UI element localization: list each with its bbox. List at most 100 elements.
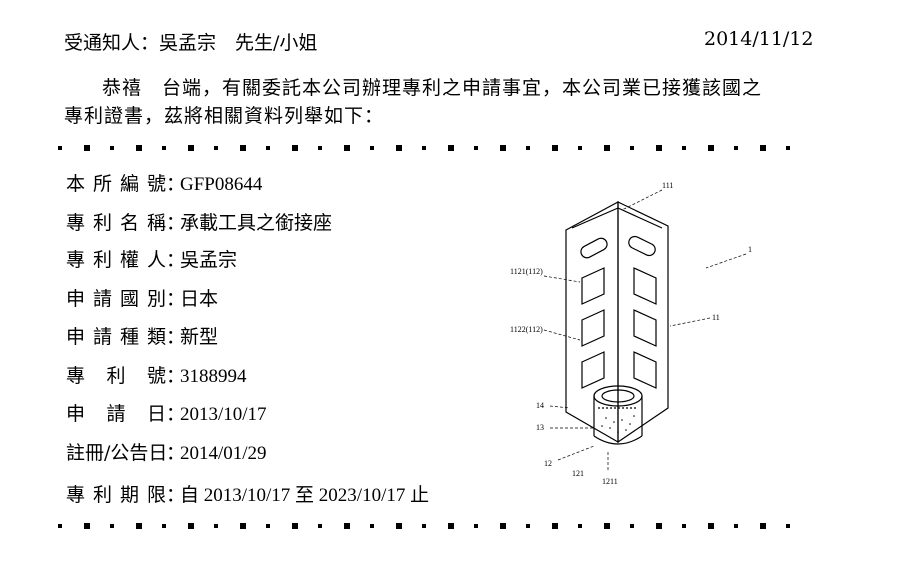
divider-dot [214, 524, 218, 528]
ref-label-1211: 1211 [602, 477, 618, 486]
window-left-3 [581, 351, 605, 389]
divider-dot [162, 524, 166, 528]
divider-dot [84, 145, 90, 151]
field-value: GFP08644 [180, 174, 263, 195]
field-value: 2014/01/29 [180, 443, 267, 464]
field-colon: ： [166, 365, 186, 387]
window-right-3 [633, 351, 657, 389]
divider-dot [266, 524, 270, 528]
greeting-line-1: 恭禧 台端，有關委託本公司辦理專利之申請事宜，本公司業已接獲該國之 [102, 77, 763, 99]
field-patentee: 專利權人：吳孟宗 [66, 246, 237, 274]
ref-label-121: 121 [572, 469, 584, 478]
divider-dot [110, 524, 114, 528]
field-patent-title: 專利名稱：承載工具之銜接座 [66, 209, 332, 237]
divider-dot [474, 524, 478, 528]
divider-dot [682, 146, 686, 150]
divider-dot [630, 146, 634, 150]
field-value: 自 2013/10/17 至 2023/10/17 止 [180, 485, 430, 506]
divider-dot [708, 145, 714, 151]
field-label: 專利權人 [66, 249, 166, 271]
divider-dot [58, 146, 62, 150]
field-colon: ： [166, 173, 186, 195]
window-left-2 [581, 309, 605, 347]
divider-dot [188, 523, 194, 529]
recipient-line: 受通知人：吳孟宗 先生/小姐 [64, 32, 318, 54]
divider-dot [760, 145, 766, 151]
field-colon: ： [166, 326, 186, 348]
field-value: 2013/10/17 [180, 404, 267, 425]
divider-dot [630, 524, 634, 528]
divider-dot [656, 523, 662, 529]
divider-dot [526, 146, 530, 150]
ref-label-111: 111 [662, 181, 673, 190]
field-patent-term: 專利期限：自 2013/10/17 至 2023/10/17 止 [66, 481, 429, 509]
divider-dot [136, 145, 142, 151]
divider-dot [84, 523, 90, 529]
divider-dot [240, 523, 246, 529]
divider-dot [240, 145, 246, 151]
divider-dot [734, 146, 738, 150]
ref-label-1121: 1121(112) [510, 267, 543, 276]
divider-dot [292, 523, 298, 529]
field-colon: ： [166, 212, 186, 234]
field-label: 本所編號 [66, 173, 166, 195]
window-right-1 [633, 267, 657, 305]
ref-label-12: 12 [544, 459, 552, 468]
divider-dot [422, 146, 426, 150]
divider-dot [292, 145, 298, 151]
field-application-type: 申請種類：新型 [66, 323, 218, 351]
divider-dot [786, 524, 790, 528]
ref-label-1: 1 [748, 245, 752, 254]
field-colon: ： [166, 288, 186, 310]
divider-dot [318, 146, 322, 150]
greeting-line-2: 專利證書，茲將相關資料列舉如下： [64, 105, 385, 127]
field-label: 註冊/公告日 [66, 442, 168, 464]
divider-dot [110, 146, 114, 150]
window-right-2 [633, 309, 657, 347]
divider-dot [188, 145, 194, 151]
field-label: 申請日 [66, 403, 166, 425]
bracket-right-plate [617, 201, 669, 444]
field-case-number: 本所編號：GFP08644 [66, 170, 262, 198]
field-application-date: 申請日：2013/10/17 [66, 400, 267, 428]
divider-dot [266, 146, 270, 150]
divider-dot [526, 524, 530, 528]
field-label: 專利名稱 [66, 212, 166, 234]
divider-dot [552, 145, 558, 151]
divider-dot [136, 523, 142, 529]
slot-left-top [580, 237, 608, 259]
divider-dot [474, 146, 478, 150]
divider-dot [708, 523, 714, 529]
dotted-divider-top [58, 145, 800, 156]
field-value: 日本 [180, 289, 219, 310]
field-patent-number: 專利號：3188994 [66, 362, 247, 390]
ref-label-14: 14 [536, 401, 544, 410]
divider-dot [396, 523, 402, 529]
divider-dot [682, 524, 686, 528]
divider-dot [604, 523, 610, 529]
divider-dot [370, 146, 374, 150]
field-colon: ： [166, 249, 186, 271]
field-value: 3188994 [180, 366, 247, 387]
divider-dot [396, 145, 402, 151]
field-label: 專利期限 [66, 484, 166, 506]
field-label: 專利號 [66, 365, 166, 387]
dotted-divider-bottom [58, 523, 800, 534]
field-colon: ： [166, 484, 186, 506]
divider-dot [448, 145, 454, 151]
divider-dot [214, 146, 218, 150]
field-registration-date: 註冊/公告日：2014/01/29 [66, 439, 267, 467]
divider-dot [422, 524, 426, 528]
field-value: 承載工具之銜接座 [180, 213, 333, 234]
field-label: 申請國別 [66, 288, 166, 310]
divider-dot [578, 524, 582, 528]
slot-right-top [628, 235, 656, 257]
window-left-1 [581, 267, 605, 305]
divider-dot [500, 523, 506, 529]
cylinder-stipple [601, 415, 635, 433]
divider-dot [786, 146, 790, 150]
divider-dot [734, 524, 738, 528]
divider-dot [656, 145, 662, 151]
field-colon: ： [166, 403, 186, 425]
divider-dot [760, 523, 766, 529]
